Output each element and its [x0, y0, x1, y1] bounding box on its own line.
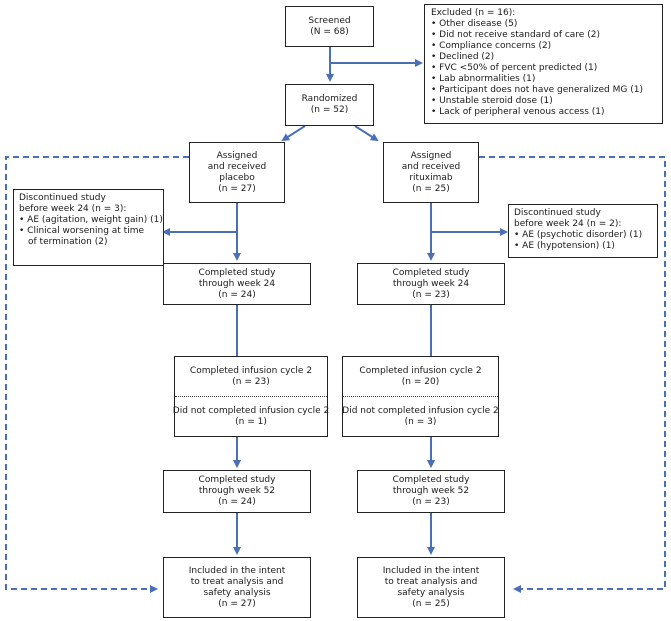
- rituximab-infusion-not-completed-count: (n = 3): [404, 417, 437, 427]
- rituximab-infusion-divider: [343, 396, 498, 397]
- randomized-box: Randomized (n = 52): [285, 84, 374, 126]
- screened-label: Screened: [308, 15, 351, 26]
- rituximab-week52-line: Completed study: [392, 475, 470, 485]
- rituximab-assigned-count: (n = 25): [412, 183, 450, 194]
- placebo-analysis-count: (n = 27): [218, 598, 256, 609]
- rituximab-infusion-box: Completed infusion cycle 2 (n = 20) Did …: [342, 356, 499, 437]
- placebo-analysis-box: Included in the intent to treat analysis…: [163, 557, 311, 618]
- placebo-infusion-completed-label: Completed infusion cycle 2: [189, 366, 313, 376]
- excluded-item: FVC <50% of percent predicted (1): [431, 63, 656, 74]
- excluded-title: Excluded (n = 16):: [431, 8, 516, 18]
- placebo-analysis-line: Included in the intent: [188, 565, 286, 576]
- rituximab-analysis-line: Included in the intent: [382, 565, 480, 576]
- excluded-item: Participant does not have generalized MG…: [431, 85, 656, 96]
- placebo-week24-line: through week 24: [198, 278, 276, 289]
- rituximab-week24-line: through week 24: [392, 278, 470, 289]
- rituximab-analysis-line: to treat analysis and: [384, 576, 478, 587]
- screened-box: Screened (N = 68): [285, 6, 374, 47]
- excluded-item: Lack of peripheral venous access (1): [431, 107, 656, 118]
- arrow-randomized-to-placebo: [281, 125, 306, 142]
- rituximab-assigned-line: and received: [401, 161, 461, 172]
- excluded-item: Unstable steroid dose (1): [431, 96, 656, 107]
- placebo-infusion-divider: [175, 396, 327, 397]
- rituximab-analysis-count: (n = 25): [412, 598, 450, 609]
- placebo-week52-box: Completed study through week 52 (n = 24): [163, 470, 311, 513]
- rituximab-infusion-not-completed-label: Did not completed infusion cycle 2: [342, 406, 499, 416]
- placebo-week24-line: Completed study: [198, 267, 276, 278]
- excluded-item: Lab abnormalities (1): [431, 74, 656, 85]
- rituximab-infusion-completed-count: (n = 20): [401, 377, 440, 387]
- dashed-path-placebo: [5, 156, 189, 593]
- randomized-label: Randomized: [301, 94, 358, 104]
- placebo-assigned-count: (n = 27): [218, 183, 256, 194]
- excluded-item: Declined (2): [431, 52, 656, 63]
- rituximab-discontinued-title: before week 24 (n = 2):: [514, 219, 622, 229]
- excluded-item: Did not receive standard of care (2): [431, 30, 656, 41]
- rituximab-analysis-line: safety analysis: [397, 587, 465, 598]
- placebo-analysis-line: safety analysis: [203, 587, 271, 598]
- rituximab-assigned-line: rituximab: [409, 172, 453, 183]
- placebo-week24-count: (n = 24): [218, 289, 256, 300]
- placebo-infusion-box: Completed infusion cycle 2 (n = 23) Did …: [172, 356, 330, 437]
- placebo-assigned-line: Assigned: [216, 150, 258, 161]
- rituximab-week52-count: (n = 23): [412, 497, 450, 507]
- placebo-analysis-line: to treat analysis and: [190, 576, 284, 587]
- placebo-assigned-line: placebo: [219, 172, 255, 183]
- screened-count: (N = 68): [310, 26, 349, 37]
- excluded-item: Other disease (5): [431, 19, 656, 30]
- excluded-item: Compliance concerns (2): [431, 41, 656, 52]
- rituximab-discontinued-item: AE (hypotension) (1): [514, 241, 652, 252]
- placebo-week52-count: (n = 24): [218, 497, 256, 507]
- placebo-week24-box: Completed study through week 24 (n = 24): [163, 263, 311, 305]
- placebo-discontinued-item-continuation: of termination (2): [28, 237, 108, 247]
- placebo-discontinued-title: Discontinued study: [19, 193, 106, 203]
- rituximab-assigned-line: Assigned: [410, 150, 452, 161]
- placebo-infusion-not-completed-count: (n = 1): [235, 417, 267, 427]
- placebo-week52-line: Completed study: [198, 475, 276, 485]
- rituximab-week24-line: Completed study: [392, 267, 470, 278]
- dashed-path-rituximab: [479, 156, 666, 593]
- placebo-infusion-completed-count: (n = 23): [232, 377, 270, 387]
- rituximab-week52-line: through week 52: [392, 486, 470, 496]
- rituximab-week24-box: Completed study through week 24 (n = 23): [357, 263, 505, 305]
- placebo-discontinued-box: Discontinued study before week 24 (n = 3…: [13, 189, 164, 266]
- placebo-assigned-box: Assigned and received placebo (n = 27): [189, 142, 285, 203]
- rituximab-week52-box: Completed study through week 52 (n = 23): [357, 470, 505, 513]
- placebo-discontinued-title: before week 24 (n = 3):: [19, 204, 127, 214]
- placebo-infusion-not-completed-label: Did not completed infusion cycle 2: [172, 406, 330, 416]
- rituximab-discontinued-title: Discontinued study: [514, 208, 601, 218]
- rituximab-week24-count: (n = 23): [412, 289, 450, 300]
- placebo-week52-line: through week 52: [198, 486, 276, 496]
- randomized-count: (n = 52): [310, 105, 349, 115]
- placebo-discontinued-item: AE (agitation, weight gain) (1): [19, 215, 163, 226]
- rituximab-assigned-box: Assigned and received rituximab (n = 25): [383, 142, 479, 203]
- rituximab-infusion-completed-label: Completed infusion cycle 2: [359, 366, 482, 376]
- rituximab-analysis-box: Included in the intent to treat analysis…: [357, 557, 505, 618]
- excluded-box: Excluded (n = 16): Other disease (5) Did…: [424, 4, 663, 124]
- rituximab-discontinued-item: AE (psychotic disorder) (1): [514, 230, 652, 241]
- rituximab-discontinued-box: Discontinued study before week 24 (n = 2…: [508, 204, 658, 258]
- placebo-discontinued-item: Clinical worsening at time: [19, 226, 158, 237]
- placebo-assigned-line: and received: [207, 161, 267, 172]
- arrow-randomized-to-rituximab: [354, 125, 379, 142]
